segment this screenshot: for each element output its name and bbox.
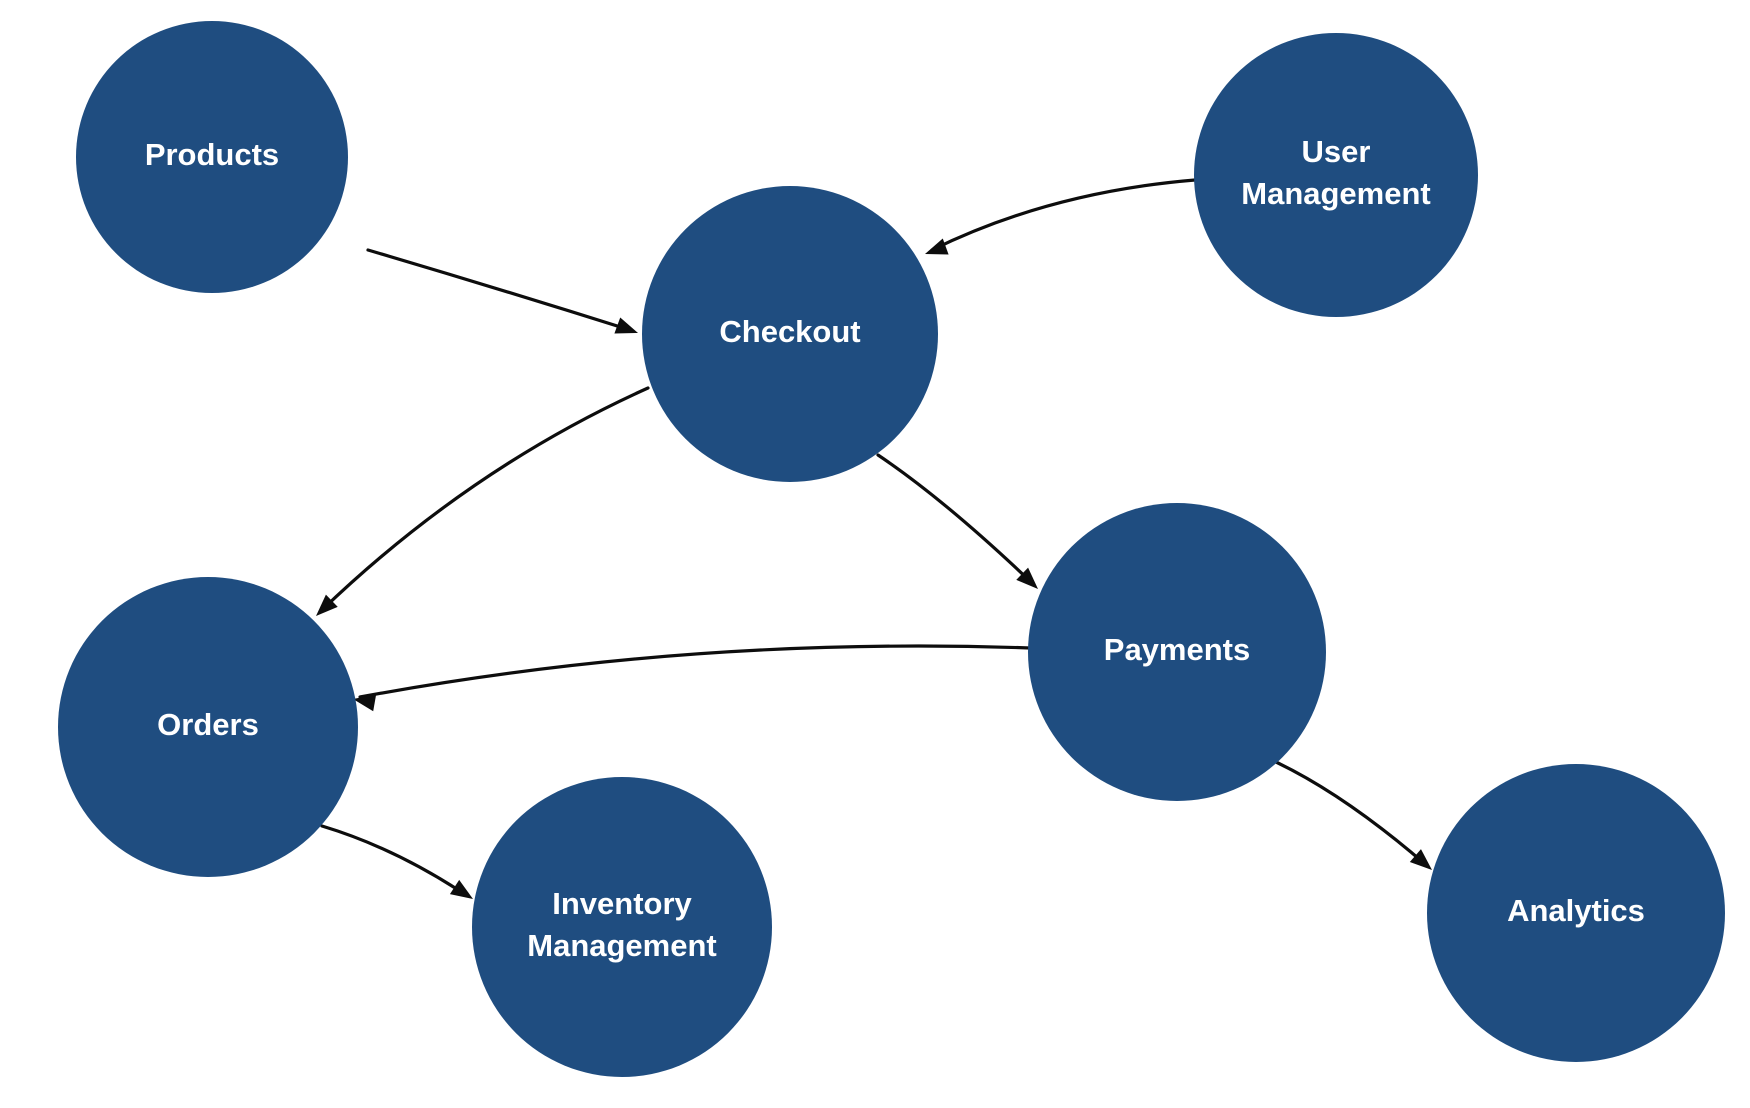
arrowhead-icon <box>925 238 949 255</box>
edge-line <box>358 644 1032 699</box>
node-circle[interactable] <box>58 577 358 877</box>
arrowhead-icon <box>1409 849 1432 870</box>
arrowhead-icon <box>1016 567 1038 589</box>
node-circle[interactable] <box>1028 503 1326 801</box>
edges-layer <box>310 178 1438 906</box>
node-products[interactable]: Products <box>76 21 348 293</box>
node-circle[interactable] <box>76 21 348 293</box>
edge-payments-to-orders[interactable] <box>352 644 1032 712</box>
edge-user_mgmt-to-checkout[interactable] <box>922 178 1197 262</box>
edge-checkout-to-payments[interactable] <box>876 453 1044 595</box>
edge-line <box>930 178 1197 252</box>
node-circle[interactable] <box>642 186 938 482</box>
edge-products-to-checkout[interactable] <box>366 248 641 341</box>
edge-line <box>366 248 632 332</box>
edge-line <box>876 453 1034 585</box>
node-payments[interactable]: Payments <box>1028 503 1326 801</box>
arrowhead-icon <box>614 317 638 334</box>
node-checkout[interactable]: Checkout <box>642 186 938 482</box>
node-analytics[interactable]: Analytics <box>1427 764 1725 1062</box>
node-circle[interactable] <box>1427 764 1725 1062</box>
edge-line <box>320 386 650 612</box>
edge-orders-to-inventory[interactable] <box>320 824 478 906</box>
edge-payments-to-analytics[interactable] <box>1274 760 1438 876</box>
node-circle[interactable] <box>472 777 772 1077</box>
edge-line <box>320 824 468 897</box>
edge-checkout-to-orders[interactable] <box>310 386 650 622</box>
edge-line <box>1274 760 1427 866</box>
node-orders[interactable]: Orders <box>58 577 358 877</box>
node-circle[interactable] <box>1194 33 1478 317</box>
arrowhead-icon <box>353 694 377 712</box>
arrowhead-icon <box>449 879 473 899</box>
arrowhead-icon <box>316 594 338 616</box>
